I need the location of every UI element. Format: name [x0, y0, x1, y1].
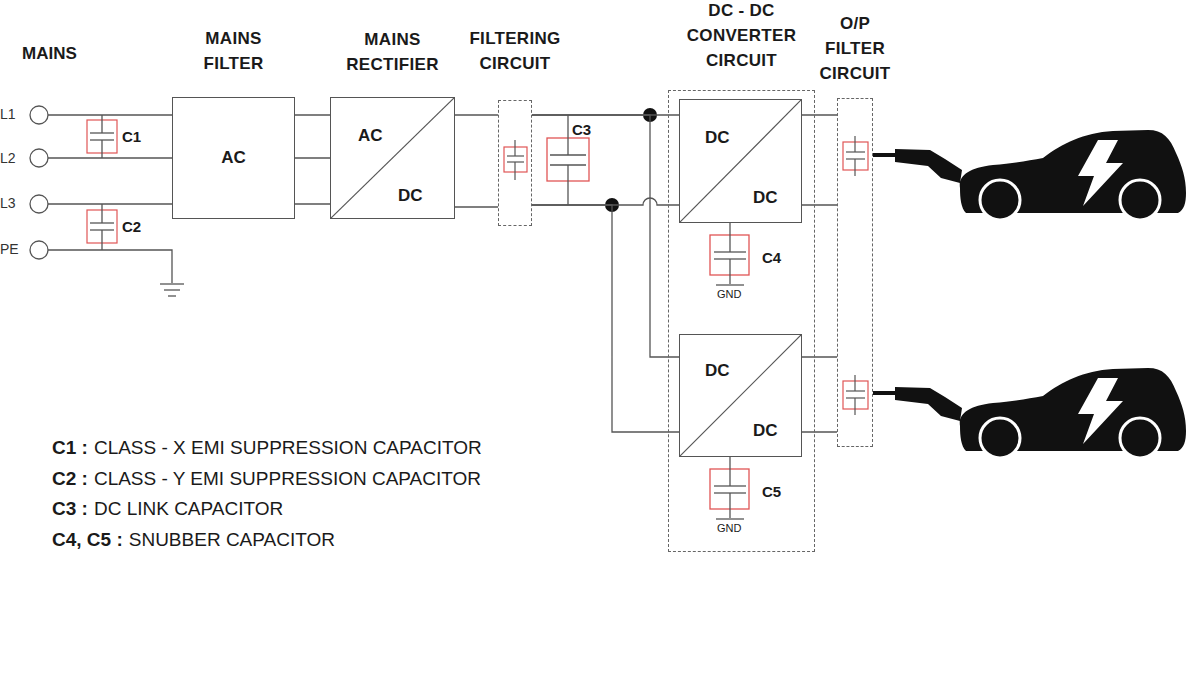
callout-label: C2	[122, 218, 141, 235]
block-box: DC DC	[679, 99, 802, 223]
block-heading: FILTERING CIRCUIT	[459, 26, 571, 76]
wire-connector	[455, 115, 498, 207]
charging-plug	[873, 149, 962, 183]
legend-text: SNUBBER CAPACITOR	[129, 528, 335, 552]
legend-text: C4, C5 :	[52, 528, 123, 552]
block-label: DC	[398, 186, 423, 206]
block-box: DC - DC CONVERTER CIRCUITDCDCDCDC	[668, 90, 815, 552]
wire-connector	[295, 115, 330, 204]
legend-row: C2 :CLASS - Y EMI SUPPRESSION CAPACITOR	[52, 467, 481, 491]
callout-label: GND	[717, 288, 741, 300]
output-capacitor	[843, 375, 868, 415]
legend-text: C1 :	[52, 436, 88, 460]
legend-text: CLASS - Y EMI SUPPRESSION CAPACITOR	[94, 467, 481, 491]
terminal-label: PE	[0, 241, 19, 257]
callout-label: GND	[717, 522, 741, 534]
block-box: O/P FILTER CIRCUIT	[837, 98, 873, 447]
block-label: AC	[358, 126, 383, 146]
car-silhouette	[960, 368, 1186, 458]
block-box: MAINS RECTIFIERACDC	[330, 97, 455, 219]
car-silhouette	[960, 130, 1186, 220]
y-capacitor	[87, 204, 117, 250]
converter-diagonal	[680, 335, 801, 456]
block-box: FILTERING CIRCUIT	[498, 100, 532, 226]
snubber-capacitor	[710, 223, 749, 285]
block-label: DC	[705, 128, 730, 148]
block-label: DC	[753, 421, 778, 441]
charging-plug	[873, 387, 962, 421]
block-label: AC	[173, 148, 294, 168]
terminal-label: L3	[0, 195, 16, 211]
legend-row: C4, C5 :SNUBBER CAPACITOR	[52, 528, 335, 552]
mains-wires	[48, 115, 184, 296]
legend-row: C3 :DC LINK CAPACITOR	[52, 497, 283, 521]
filter-capacitor	[504, 140, 527, 180]
legend-row: C1 :CLASS - X EMI SUPPRESSION CAPACITOR	[52, 436, 482, 460]
x-capacitor	[87, 115, 117, 158]
output-capacitor	[843, 136, 868, 176]
block-heading: MAINS FILTER	[184, 26, 284, 76]
block-heading: O/P FILTER CIRCUIT	[814, 11, 896, 86]
block-heading: MAINS RECTIFIER	[333, 27, 453, 77]
block-box: DC DC	[679, 334, 802, 457]
wire-connector	[532, 115, 679, 205]
wire-connector	[532, 115, 679, 432]
callout-label: C4	[762, 249, 781, 266]
legend-text: C2 :	[52, 467, 88, 491]
terminal-label: MAINS	[22, 44, 77, 64]
block-label: DC	[705, 361, 730, 381]
callout-label: C3	[572, 121, 591, 138]
terminal-label: L1	[0, 106, 16, 122]
block-box: MAINS FILTERAC	[172, 97, 295, 219]
callout-label: C5	[762, 483, 781, 500]
block-heading: DC - DC CONVERTER CIRCUIT	[677, 0, 807, 73]
wire-connector	[802, 115, 837, 205]
legend-text: CLASS - X EMI SUPPRESSION CAPACITOR	[94, 436, 482, 460]
wire-connector	[802, 357, 837, 432]
mains-terminals	[30, 106, 48, 259]
converter-diagonal	[331, 98, 454, 218]
terminal-label: L2	[0, 150, 16, 166]
legend-text: C3 :	[52, 497, 88, 521]
converter-diagonal	[680, 100, 801, 222]
callout-label: C1	[122, 128, 141, 145]
snubber-capacitor	[710, 457, 749, 519]
block-label: DC	[753, 188, 778, 208]
legend-text: DC LINK CAPACITOR	[94, 497, 283, 521]
